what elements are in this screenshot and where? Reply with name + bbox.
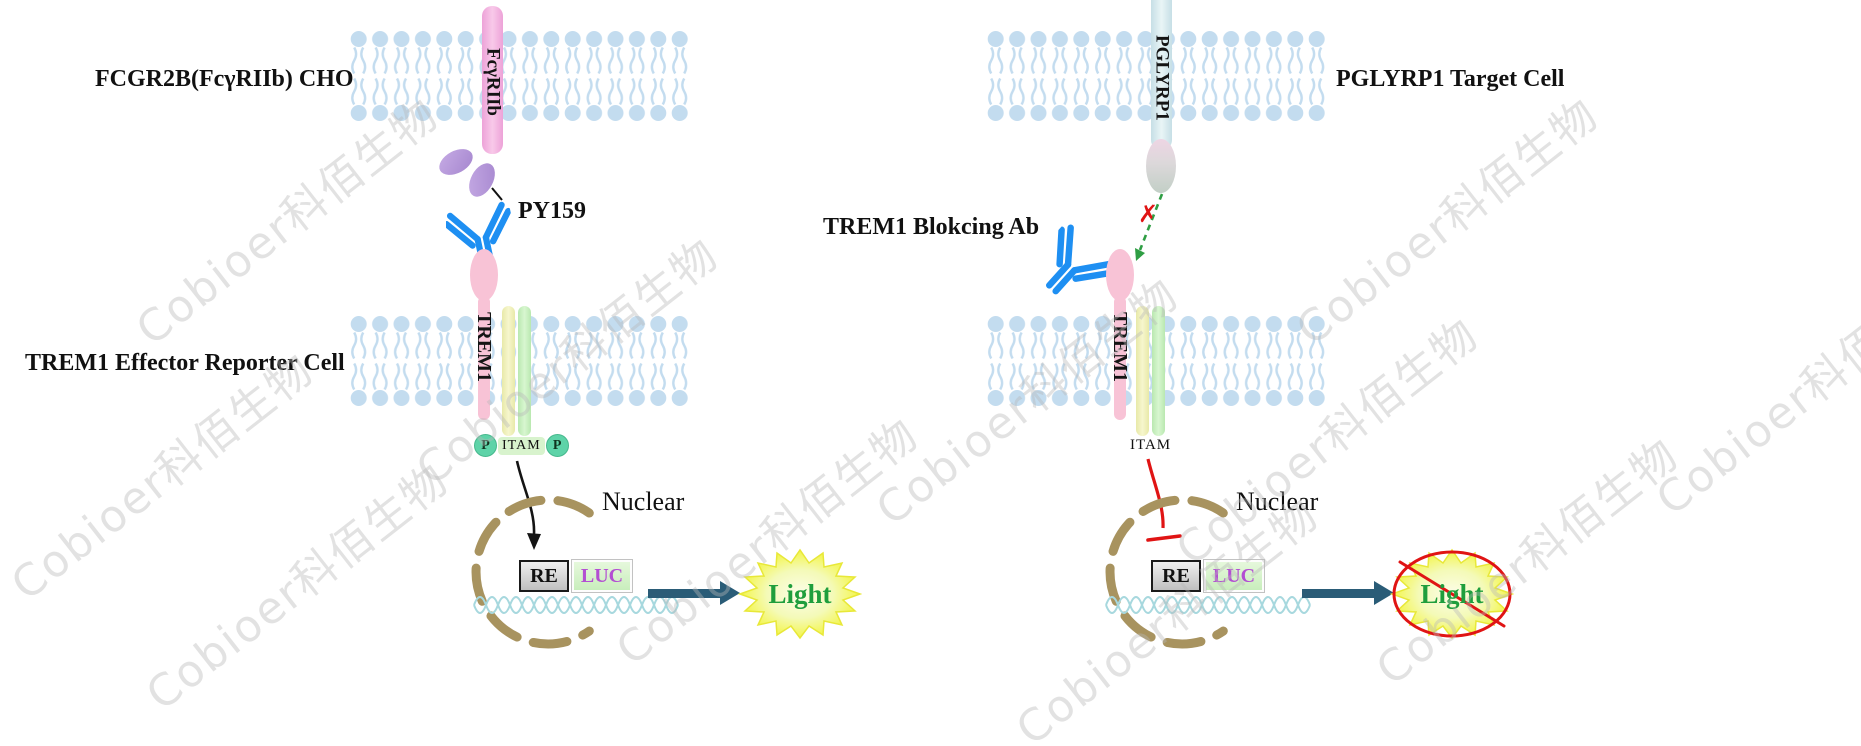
pglyrp1-receptor-label: PGLYRP1 xyxy=(1151,35,1173,121)
re-box-right: RE xyxy=(1151,560,1201,592)
trem1-receptor-label-right: TREM1 xyxy=(1109,312,1131,382)
re-box-left: RE xyxy=(519,560,569,592)
trem1-receptor-label-left: TREM1 xyxy=(473,312,495,382)
pglyrp1-ligand-domain xyxy=(1146,139,1176,193)
nucleus-outline-right xyxy=(1105,495,1228,649)
blocked-x-mark: ✗ xyxy=(1138,200,1159,228)
signaling-helix-green-right xyxy=(1152,306,1165,436)
reporter-construct-left: RE LUC xyxy=(519,559,633,593)
itam-label-left: ITAM xyxy=(498,436,545,455)
py159-label: PY159 xyxy=(518,198,586,224)
signaling-helix-green-left xyxy=(518,306,531,436)
cho-cell-label: FCGR2B(FcγRIIb) CHO xyxy=(95,66,354,92)
luc-box-left: LUC xyxy=(571,559,633,593)
fcgr2b-receptor-bar xyxy=(482,6,503,154)
signaling-helix-yellow-left xyxy=(502,306,515,436)
signaling-helix-yellow-right xyxy=(1136,306,1149,436)
blocking-ab-label: TREM1 Blokcing Ab xyxy=(823,214,1040,240)
nuclear-label-left: Nuclear xyxy=(602,487,685,516)
trem1-receptor-right xyxy=(1106,249,1134,420)
fcgr2b-receptor-label: FcγRIIb xyxy=(482,47,504,116)
fcgr2b-ig-domains xyxy=(439,149,503,201)
nuclear-label-right: Nuclear xyxy=(1236,487,1319,516)
no-light-prohibition xyxy=(1390,548,1514,640)
phospho-p-icon-left: P xyxy=(474,434,497,457)
light-label-right: Light xyxy=(1420,578,1484,609)
pglyrp1-receptor-bar xyxy=(1151,0,1172,150)
phospho-p-icon-right: P xyxy=(545,434,569,457)
target-cell-label: PGLYRP1 Target Cell xyxy=(1336,66,1565,92)
light-arrow-left xyxy=(648,581,740,605)
reporter-construct-right: RE LUC xyxy=(1151,559,1265,593)
light-label-left: Light xyxy=(768,578,832,609)
inhibition-line xyxy=(1146,458,1182,542)
nucleus-outline-left xyxy=(471,495,594,649)
trem1-receptor-left xyxy=(470,249,498,420)
dna-helix-right xyxy=(1105,596,1311,614)
itam-phospho-group: P ITAM P xyxy=(474,434,569,457)
luc-box-right: LUC xyxy=(1203,559,1265,593)
effector-cell-label: TREM1 Effector Reporter Cell xyxy=(25,350,345,376)
blocked-interaction-arrow xyxy=(1135,193,1164,261)
cho-cell-membrane xyxy=(348,30,690,122)
dna-helix-left xyxy=(473,596,679,614)
itam-label-right: ITAM xyxy=(1130,437,1172,453)
light-arrow-right xyxy=(1302,581,1394,605)
